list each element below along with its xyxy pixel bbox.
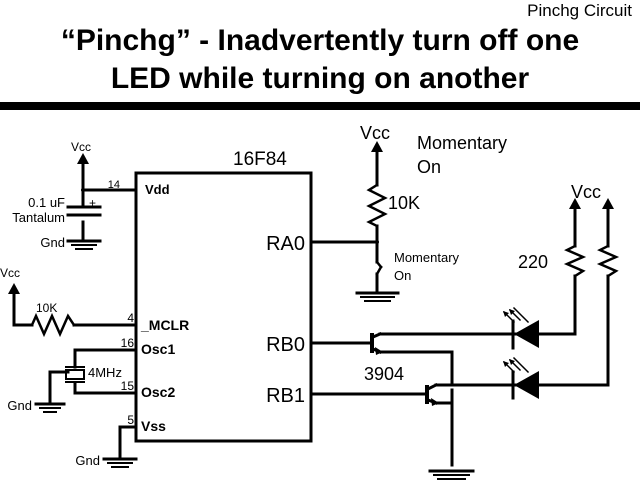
capacitor-symbol	[66, 205, 102, 217]
pin-number-osc1: 16	[121, 336, 135, 350]
switch-label-line-2: On	[394, 268, 411, 283]
vcc-label-pullup: Vcc	[360, 123, 390, 143]
port-label-rb1: RB1	[266, 385, 305, 407]
capacitor-type: Tantalum	[12, 210, 65, 225]
vcc-arrow-mclr	[8, 283, 20, 294]
ground-symbol-vss	[102, 457, 138, 468]
led-1-triangle	[514, 320, 539, 348]
transistor-q2	[425, 382, 562, 467]
page-title-line-2: LED while turning on another	[110, 62, 530, 95]
ground-symbol-crystal	[34, 402, 66, 413]
mcu-chip-body	[134, 171, 313, 443]
crystal-value: 4MHz	[88, 365, 122, 380]
mclr-resistor-symbol	[30, 312, 76, 338]
vcc-arrow-led-2	[602, 198, 614, 209]
q2-emitter-arrow	[431, 398, 439, 406]
ground-symbol-transistors	[428, 469, 475, 480]
gnd-label-vss: Gnd	[75, 453, 100, 468]
ground-symbol-switch	[355, 291, 400, 302]
oscillator-net	[48, 348, 138, 405]
vcc-arrow-pullup	[371, 141, 383, 152]
vcc-label-leds: Vcc	[571, 182, 601, 202]
vcc-label-mclr: Vcc	[0, 266, 20, 280]
led-resistor-2	[596, 203, 620, 284]
pullup-resistor-value: 10K	[388, 193, 420, 213]
led-1-arrowhead-a	[503, 311, 509, 317]
pin-name-osc2: Osc2	[141, 384, 175, 400]
capacitor-value: 0.1 uF	[28, 195, 65, 210]
vss-net	[118, 425, 138, 461]
led-resistor-value: 220	[518, 252, 548, 272]
circuit-subtitle: Pinchg Circuit	[527, 1, 632, 20]
momentary-switch-symbol	[375, 260, 383, 276]
mclr-resistor-value: 10K	[36, 301, 57, 315]
gnd-label-crystal: Gnd	[7, 398, 32, 413]
pin-number-vss: 5	[127, 413, 134, 427]
transistor-part-label: 3904	[364, 364, 404, 384]
pin-name-vdd: Vdd	[145, 182, 170, 197]
switch-top-label-line-2: On	[417, 157, 441, 177]
capacitor-polarity: +	[89, 196, 96, 210]
led-1-arrowhead-b	[509, 309, 515, 315]
vcc-arrow-cap	[77, 153, 89, 164]
pin-number-osc2: 15	[121, 379, 135, 393]
title-divider	[0, 102, 640, 110]
port-label-ra0: RA0	[266, 233, 305, 255]
pin-name-osc1: Osc1	[141, 341, 175, 357]
junction-dot-ra0	[375, 240, 379, 244]
pin-name-mclr: _MCLR	[140, 317, 189, 333]
led-2-triangle	[514, 371, 539, 399]
pin-number-mclr: 4	[127, 311, 134, 325]
ground-symbol-cap	[66, 239, 102, 250]
vdd-supply-net	[81, 160, 138, 242]
page-title-line-1: “Pinchg” - Inadvertently turn off one	[60, 24, 580, 57]
pullup-resistor-symbol	[366, 183, 388, 228]
switch-label-line-1: Momentary	[394, 250, 460, 265]
vcc-label-cap: Vcc	[71, 140, 91, 154]
led-resistor-1	[563, 203, 587, 284]
crystal-symbol	[65, 366, 85, 383]
pin-number-vdd: 14	[108, 179, 120, 191]
led-2-arrowhead-b	[509, 359, 515, 365]
led-1-symbol	[511, 278, 577, 350]
junction-dot-vdd	[81, 188, 85, 192]
led-2-arrowhead-a	[503, 361, 509, 367]
switch-top-label-line-1: Momentary	[417, 133, 507, 153]
port-label-rb0: RB0	[266, 334, 305, 356]
mcu-part-label: 16F84	[233, 149, 287, 170]
mclr-net	[12, 290, 138, 338]
ra0-net	[309, 148, 388, 294]
led-1-light-arrows	[502, 306, 530, 324]
vcc-arrow-led-1	[569, 198, 581, 209]
q1-emitter-arrow	[375, 347, 383, 355]
pin-name-vss: Vss	[141, 418, 166, 434]
gnd-label-cap: Gnd	[40, 235, 65, 250]
led-2-symbol	[511, 278, 610, 400]
led-2-light-arrows	[502, 356, 530, 374]
